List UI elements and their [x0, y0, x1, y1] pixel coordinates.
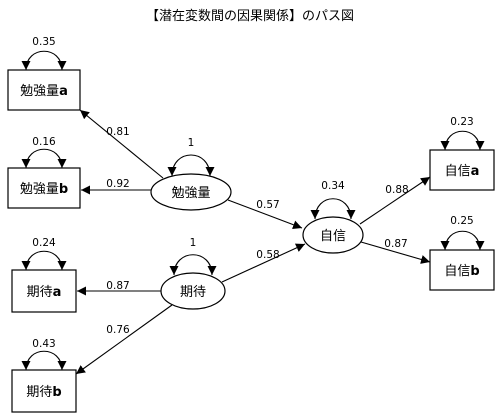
- latent-jishin-label: 自信: [320, 229, 346, 244]
- error-loop-kitai-b: [21, 350, 67, 371]
- diagram-title: 【潜在変数間の因果関係】のパス図: [146, 8, 354, 24]
- path-label-jishin-to-a: 0.88: [385, 184, 408, 196]
- path-benkyou-to-benkyou-a: [79, 109, 164, 179]
- observed-kitai-b-box: [11, 369, 77, 413]
- observed-jishin-a-label: 自信a: [445, 164, 480, 179]
- error-loop-benkyou-b: [21, 148, 67, 169]
- error-value-benkyou-a: 0.35: [32, 36, 55, 48]
- observed-kitai-a-label: 期待a: [27, 285, 62, 300]
- observed-benkyou-a-label: 勉強量a: [20, 84, 68, 99]
- error-value-jishin-a: 0.23: [450, 116, 473, 128]
- error-loop-kitai-a: [21, 250, 67, 271]
- error-value-jishin-b: 0.25: [450, 215, 473, 227]
- observed-benkyou-b-box: [7, 167, 81, 209]
- latent-kitai-label: 期待: [180, 285, 206, 300]
- observed-kitai-b-label: 期待b: [26, 385, 61, 400]
- path-jishin-to-jishin-a: [359, 176, 431, 225]
- variance-value-benkyou: 1: [188, 137, 195, 149]
- observed-benkyou-a-box: [7, 69, 81, 111]
- path-label-benkyou-to-jishin: 0.57: [256, 199, 279, 211]
- variance-value-kitai: 1: [190, 237, 197, 249]
- variance-loop-jishin: [310, 198, 356, 220]
- observed-kitai-a-box: [11, 269, 77, 313]
- latent-benkyou-label: 勉強量: [171, 186, 210, 201]
- error-loop-jishin-b: [440, 230, 485, 251]
- path-jishin-to-jishin-b: [360, 241, 431, 264]
- path-label-benkyou-to-a: 0.81: [106, 126, 129, 138]
- error-loop-benkyou-a: [21, 50, 67, 71]
- path-label-kitai-to-jishin: 0.58: [256, 249, 279, 261]
- observed-jishin-a-box: [429, 149, 495, 191]
- error-value-kitai-a: 0.24: [32, 237, 56, 249]
- variance-value-jishin: 0.34: [321, 180, 345, 192]
- variance-loop-benkyou: [167, 154, 215, 177]
- path-kitai-to-jishin: [221, 243, 306, 283]
- observed-benkyou-b-label: 勉強量b: [20, 182, 68, 197]
- path-kitai-to-kitai-b: [75, 304, 173, 375]
- observed-jishin-b-box: [429, 249, 495, 291]
- error-value-kitai-b: 0.43: [32, 338, 55, 350]
- path-label-jishin-to-b: 0.87: [384, 238, 407, 250]
- error-loop-jishin-a: [440, 130, 485, 151]
- error-value-benkyou-b: 0.16: [32, 136, 56, 148]
- observed-jishin-b-label: 自信b: [444, 264, 479, 279]
- path-label-kitai-to-a: 0.87: [106, 280, 129, 292]
- variance-loop-kitai: [169, 254, 217, 276]
- path-label-benkyou-to-b: 0.92: [106, 178, 129, 190]
- path-benkyou-to-jishin: [227, 199, 303, 230]
- path-label-kitai-to-b: 0.76: [106, 324, 130, 336]
